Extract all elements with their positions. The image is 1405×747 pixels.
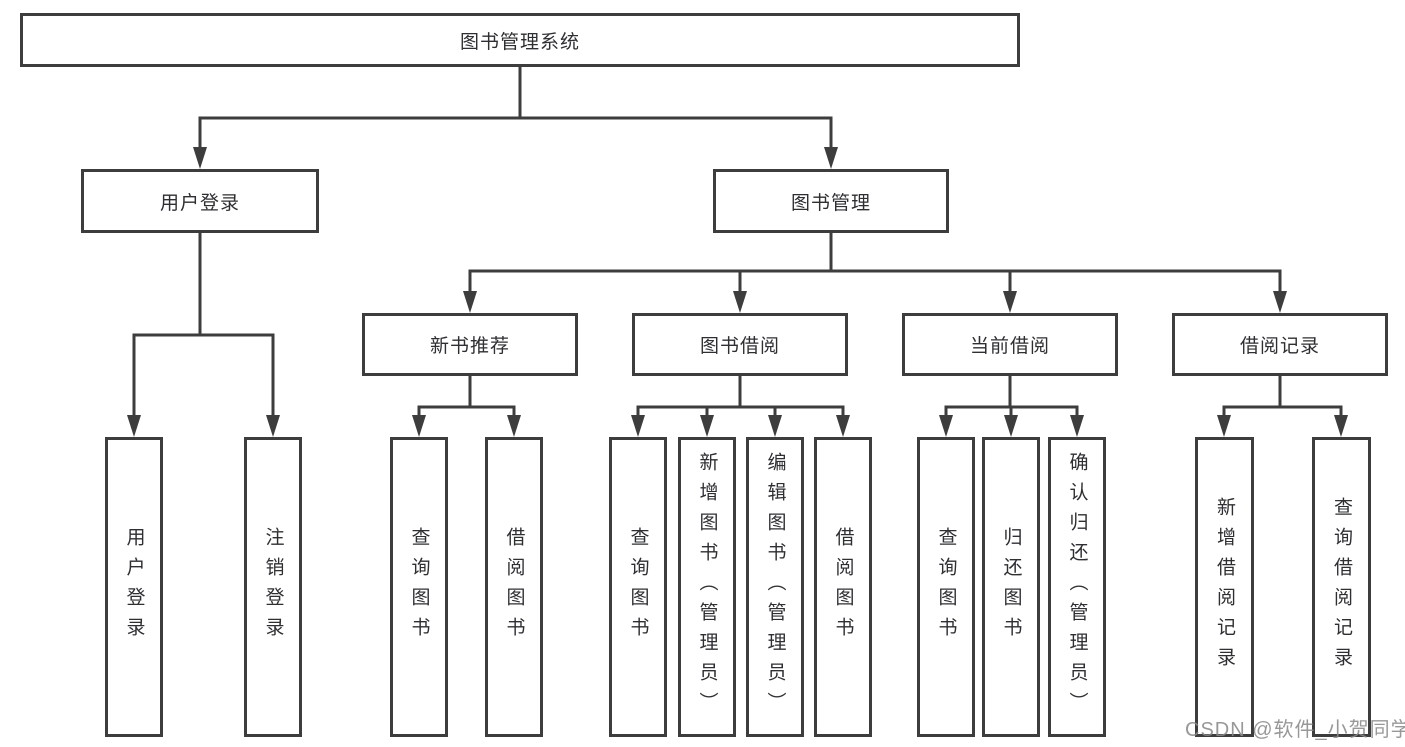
connector-borrow-records: [1222, 376, 1343, 421]
leaf-label: 查询图书: [408, 527, 430, 647]
connector-new-book: [417, 376, 516, 421]
leaf-edit-book-admin: 编辑图书（管理员）: [746, 437, 804, 737]
leaf-query-book-borrow: 查询图书: [609, 437, 667, 737]
leaf-user-login: 用户登录: [105, 437, 163, 737]
leaf-query-book-recommend: 查询图书: [390, 437, 448, 737]
leaf-add-borrow-record: 新增借阅记录: [1195, 437, 1254, 737]
leaf-query-borrow-record: 查询借阅记录: [1312, 437, 1371, 737]
connector-book-borrow: [636, 376, 845, 421]
connector-book-management: [468, 233, 1282, 298]
node-new-book-recommend: 新书推荐: [362, 313, 578, 376]
leaf-label: 确认归还（管理员）: [1066, 452, 1088, 722]
node-root: 图书管理系统: [20, 13, 1020, 67]
leaf-label: 查询图书: [935, 527, 957, 647]
leaf-logout-login: 注销登录: [244, 437, 302, 737]
node-user-login: 用户登录: [81, 169, 319, 233]
leaf-label: 编辑图书（管理员）: [764, 452, 786, 722]
leaf-borrow-book: 借阅图书: [814, 437, 872, 737]
node-current-borrow: 当前借阅: [902, 313, 1118, 376]
leaf-label: 借阅图书: [503, 527, 525, 647]
leaf-label: 新增图书（管理员）: [696, 452, 718, 722]
leaf-borrow-book-recommend: 借阅图书: [485, 437, 543, 737]
node-borrow-records: 借阅记录: [1172, 313, 1388, 376]
leaf-label: 新增借阅记录: [1214, 497, 1235, 677]
node-book-borrow: 图书借阅: [632, 313, 848, 376]
node-book-management: 图书管理: [713, 169, 949, 233]
leaf-add-book-admin: 新增图书（管理员）: [678, 437, 736, 737]
leaf-label: 注销登录: [262, 527, 284, 647]
connector-user-login: [132, 233, 275, 421]
leaf-label: 借阅图书: [832, 527, 854, 647]
connector-current-borrow: [944, 376, 1079, 421]
leaf-label: 归还图书: [1000, 527, 1022, 647]
connector-root: [198, 67, 833, 155]
leaf-label: 用户登录: [123, 527, 145, 647]
leaf-query-book-current: 查询图书: [917, 437, 975, 737]
watermark: CSDN @软件_小贺同学: [1185, 719, 1405, 741]
leaf-label: 查询借阅记录: [1331, 497, 1352, 677]
leaf-confirm-return-admin: 确认归还（管理员）: [1048, 437, 1106, 737]
leaf-label: 查询图书: [627, 527, 649, 647]
arrowheads: [127, 147, 1348, 437]
leaf-return-book: 归还图书: [982, 437, 1040, 737]
